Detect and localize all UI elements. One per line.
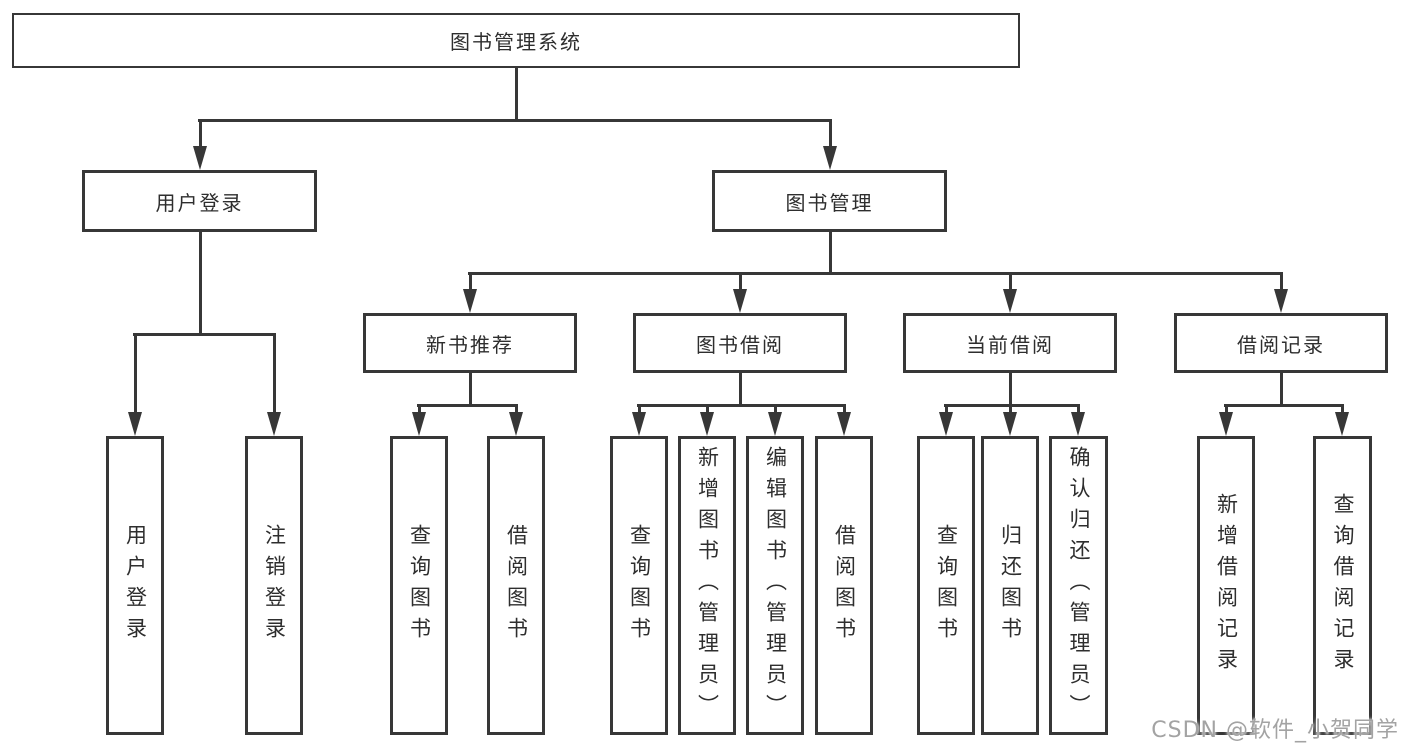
arrowhead-icon	[938, 412, 953, 436]
connector-line	[468, 271, 1283, 275]
connector-line	[417, 403, 518, 407]
leaf-label: 查询图书	[407, 523, 432, 648]
leaf-label: 用户登录	[123, 523, 148, 648]
node-user-login: 用户登录	[82, 170, 317, 232]
connector-line	[514, 68, 518, 122]
leaf-query-book-newrec: 查询图书	[390, 436, 448, 735]
leaf-return-book: 归还图书	[981, 436, 1039, 735]
arrowhead-icon	[1273, 289, 1288, 313]
connector-line	[468, 273, 472, 292]
connector-line	[842, 405, 846, 415]
node-label: 新书推荐	[426, 332, 514, 357]
arrowhead-icon	[1002, 289, 1017, 313]
leaf-label: 查询图书	[627, 523, 652, 648]
arrowhead-icon	[462, 289, 477, 313]
arrowhead-icon	[1002, 412, 1017, 436]
connector-line	[1224, 405, 1228, 415]
connector-line	[1008, 405, 1012, 415]
node-label: 当前借阅	[966, 332, 1054, 357]
arrowhead-icon	[127, 412, 142, 436]
arrowhead-icon	[836, 412, 851, 436]
connector-line	[1224, 403, 1344, 407]
watermark: CSDN @软件_小贺同学	[1151, 718, 1399, 743]
connector-line	[198, 120, 202, 149]
connector-line	[637, 403, 846, 407]
leaf-borrow-book-borrowing: 借阅图书	[815, 436, 873, 735]
arrowhead-icon	[1334, 412, 1349, 436]
arrowhead-icon	[1070, 412, 1085, 436]
connector-line	[828, 120, 832, 149]
arrowhead-icon	[266, 412, 281, 436]
connector-line	[1008, 273, 1012, 292]
connector-line	[705, 405, 709, 415]
node-book-borrowing: 图书借阅	[633, 313, 847, 373]
connector-line	[828, 232, 832, 275]
leaf-label: 借阅图书	[504, 523, 529, 648]
arrowhead-icon	[508, 412, 523, 436]
leaf-label: 编辑图书（管理员）	[763, 446, 788, 725]
leaf-borrow-book-newrec: 借阅图书	[487, 436, 545, 735]
arrowhead-icon	[192, 146, 207, 170]
node-new-book-recommend: 新书推荐	[363, 313, 577, 373]
node-label: 图书管理	[785, 190, 874, 215]
arrowhead-icon	[732, 289, 747, 313]
connector-line	[1076, 405, 1080, 415]
leaf-label: 新增图书（管理员）	[695, 446, 720, 725]
connector-line	[133, 332, 276, 336]
connector-line	[738, 373, 742, 407]
connector-line	[198, 232, 202, 336]
connector-line	[468, 373, 472, 407]
node-label: 图书借阅	[696, 332, 784, 357]
connector-line	[417, 405, 421, 415]
connector-line	[1279, 373, 1283, 407]
node-library-management-system: 图书管理系统	[12, 13, 1020, 68]
connector-line	[1279, 273, 1283, 292]
leaf-confirm-return-admin: 确认归还（管理员）	[1049, 436, 1108, 735]
connector-line	[133, 334, 137, 415]
leaf-query-borrow-record: 查询借阅记录	[1313, 436, 1372, 735]
leaf-query-book-borrowing: 查询图书	[610, 436, 668, 735]
leaf-logout: 注销登录	[245, 436, 303, 735]
leaf-label: 确认归还（管理员）	[1067, 446, 1091, 725]
connector-line	[1008, 373, 1012, 407]
connector-line	[637, 405, 641, 415]
connector-line	[773, 405, 777, 415]
leaf-label: 归还图书	[998, 523, 1023, 648]
connector-line	[514, 405, 518, 415]
leaf-label: 新增借阅记录	[1214, 492, 1239, 679]
arrowhead-icon	[699, 412, 714, 436]
leaf-query-book-current: 查询图书	[917, 436, 975, 735]
node-current-borrowing: 当前借阅	[903, 313, 1117, 373]
node-label: 图书管理系统	[450, 30, 582, 54]
leaf-label: 查询借阅记录	[1331, 492, 1355, 679]
arrowhead-icon	[1218, 412, 1233, 436]
leaf-add-borrow-record: 新增借阅记录	[1197, 436, 1255, 735]
node-book-management: 图书管理	[712, 170, 947, 232]
node-borrow-records: 借阅记录	[1174, 313, 1388, 373]
leaf-edit-book-admin: 编辑图书（管理员）	[746, 436, 804, 735]
connector-line	[272, 334, 276, 415]
connector-line	[944, 403, 1080, 407]
arrowhead-icon	[767, 412, 782, 436]
connector-line	[198, 118, 832, 122]
node-label: 用户登录	[155, 190, 244, 215]
leaf-label: 查询图书	[934, 523, 959, 648]
leaf-label: 注销登录	[262, 523, 287, 648]
arrowhead-icon	[631, 412, 646, 436]
connector-line	[1340, 405, 1344, 415]
leaf-user-login: 用户登录	[106, 436, 164, 735]
arrowhead-icon	[411, 412, 426, 436]
arrowhead-icon	[822, 146, 837, 170]
leaf-add-book-admin: 新增图书（管理员）	[678, 436, 736, 735]
node-label: 借阅记录	[1237, 332, 1325, 357]
connector-line	[944, 405, 948, 415]
leaf-label: 借阅图书	[832, 523, 857, 648]
connector-line	[738, 273, 742, 292]
